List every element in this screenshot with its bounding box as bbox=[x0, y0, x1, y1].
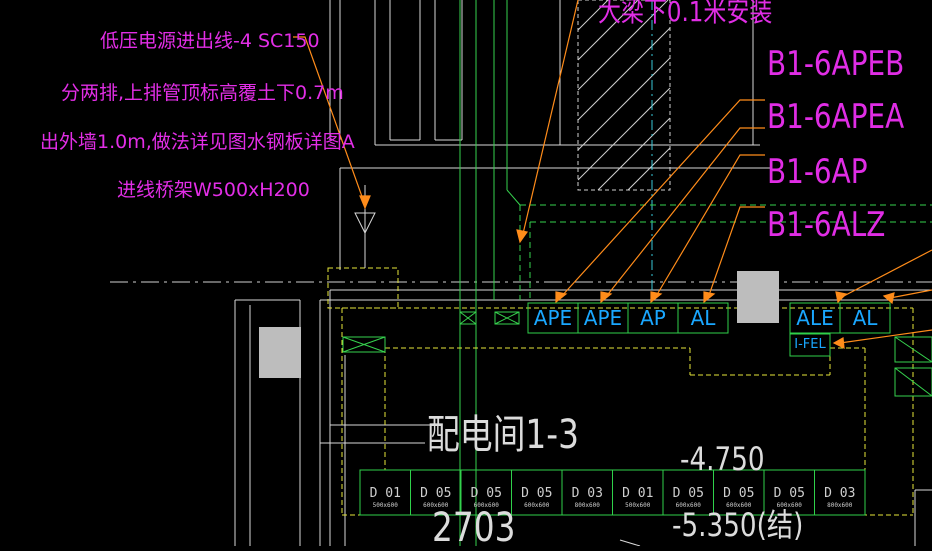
cabinet-code: D 05 bbox=[672, 486, 704, 501]
panel-ale: ALE bbox=[796, 306, 834, 330]
cabinet-size: 500x600 bbox=[372, 502, 398, 509]
architectural-walls bbox=[234, 0, 932, 546]
hatched-shaft bbox=[577, 0, 671, 191]
cabinet-code: D 03 bbox=[824, 486, 856, 501]
tag-b1-6alz: B1-6ALZ bbox=[767, 205, 886, 245]
room-label: 配电间1-3 bbox=[427, 412, 579, 458]
leader-lines bbox=[293, 0, 932, 350]
cabinet-code: D 05 bbox=[521, 486, 553, 501]
panel-ape-1: APE bbox=[533, 306, 573, 330]
elevation-structure: -5.350(结) bbox=[672, 506, 804, 544]
panel-al-2: AL bbox=[852, 306, 878, 330]
cabinet-code: D 03 bbox=[571, 486, 603, 501]
cabinet-row bbox=[359, 469, 866, 516]
cabinet-code: D 01 bbox=[369, 486, 401, 501]
elevation-finish: -4.750 bbox=[680, 440, 765, 478]
panel-ap: AP bbox=[640, 306, 666, 330]
cabinet-size: 600x600 bbox=[524, 502, 550, 509]
cabinet-size: 500x600 bbox=[625, 502, 651, 509]
panel-ape-2: APE bbox=[583, 306, 623, 330]
cabinet-code: D 05 bbox=[470, 486, 502, 501]
tag-b1-6apeb: B1-6APEB bbox=[767, 44, 905, 84]
cabinet-code: D 05 bbox=[723, 486, 755, 501]
note-line-2: 分两排,上排管顶标高覆土下0.7m bbox=[61, 82, 344, 104]
panel-fel: I-FEL bbox=[794, 337, 826, 352]
note-line-4: 进线桥架W500xH200 bbox=[117, 179, 310, 201]
note-line-1: 低压电源进出线-4 SC150 bbox=[100, 30, 320, 52]
cabinet-code: D 05 bbox=[773, 486, 805, 501]
top-installation-note: 大梁下0.1米安装 bbox=[598, 0, 773, 28]
cabinet-size: 600x600 bbox=[675, 502, 701, 509]
cabinet-size: 600x600 bbox=[726, 502, 752, 509]
cabinet-size: 800x600 bbox=[827, 502, 853, 509]
cabinet-size: 600x600 bbox=[473, 502, 499, 509]
cabinet-size: 600x600 bbox=[776, 502, 802, 509]
cabinet-size: 600x600 bbox=[423, 502, 449, 509]
column-right bbox=[737, 271, 779, 323]
tag-b1-6ap: B1-6AP bbox=[767, 152, 868, 192]
grid-mark: 2703 bbox=[432, 505, 516, 551]
tag-b1-6apea: B1-6APEA bbox=[767, 97, 905, 137]
cabinet-code: D 01 bbox=[622, 486, 654, 501]
cabinet-size: 800x600 bbox=[574, 502, 600, 509]
tray-crossings bbox=[342, 311, 932, 397]
column-left bbox=[259, 327, 301, 378]
cable-routes bbox=[459, 0, 932, 546]
note-line-3: 出外墙1.0m,做法详见图水钢板详图A bbox=[40, 131, 355, 153]
panel-al-1: AL bbox=[690, 306, 716, 330]
panel-row bbox=[527, 302, 891, 357]
cabinet-code: D 05 bbox=[420, 486, 452, 501]
